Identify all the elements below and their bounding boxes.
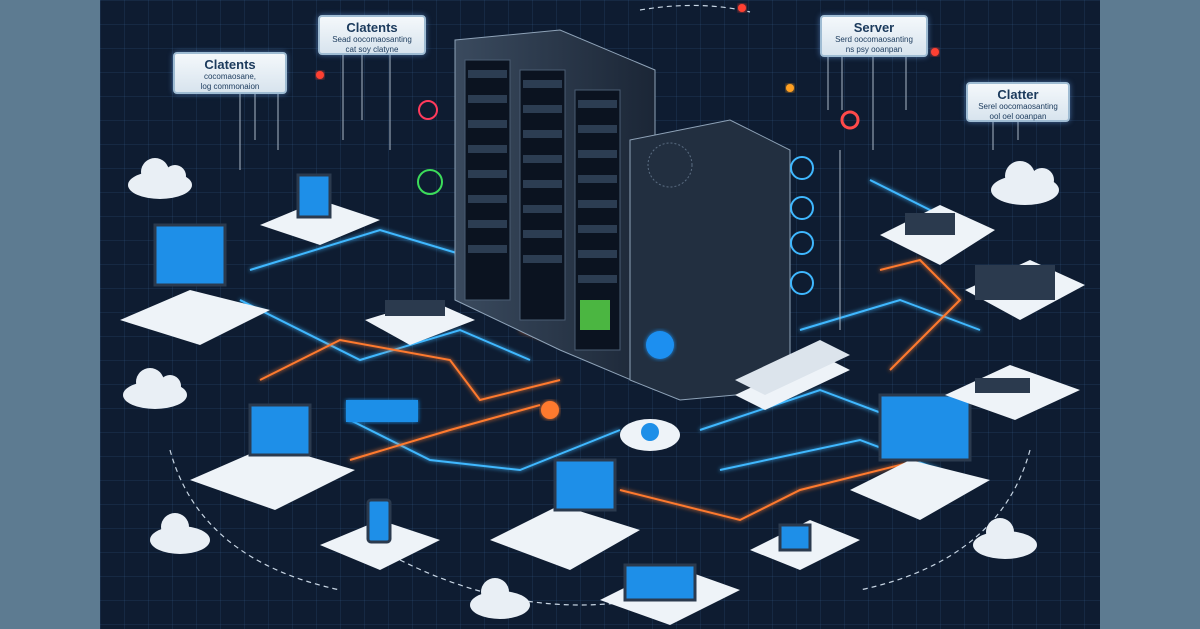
label-title: Clatents	[346, 20, 398, 35]
cloud-icon	[123, 368, 187, 409]
left-side-panel	[0, 0, 100, 629]
label-server: Server Serd oocomaosanting ns psy ooanpa…	[820, 15, 928, 57]
smartphone-icon	[320, 498, 440, 570]
diagram-graphics	[120, 4, 1085, 625]
tablet-icon	[965, 260, 1085, 320]
glowing-badge	[346, 400, 418, 422]
client-devices	[120, 173, 1085, 625]
label-clients-left: Clatents cocomaosane, log commonaion	[173, 52, 287, 94]
blue-connections	[239, 179, 981, 472]
label-title: Clatter	[997, 87, 1039, 102]
label-clients-top: Clatents Sead oocomaosanting cat soy cla…	[318, 15, 426, 55]
label-title: Server	[853, 20, 895, 35]
right-side-panel	[1100, 0, 1200, 629]
keyboard-icon	[945, 365, 1080, 420]
tablet-icon	[750, 520, 860, 570]
cloud-icon	[128, 158, 192, 199]
cloud-icon	[150, 513, 210, 554]
laptop-icon	[190, 403, 355, 510]
router-icon	[735, 340, 850, 410]
label-line: Serd oocomaosanting	[835, 35, 913, 44]
leader-lines	[239, 50, 1019, 330]
network-diagram: Clatents cocomaosane, log commonaion Cla…	[100, 0, 1100, 629]
access-point-icon	[620, 419, 680, 451]
desktop-computer-icon	[260, 173, 380, 245]
label-line: cat soy clatyne	[345, 45, 399, 54]
label-line: ool oel ooanpan	[989, 112, 1047, 121]
label-line: Serel oocomaosanting	[978, 102, 1058, 111]
server-rack-icon	[454, 29, 791, 401]
label-line: ns psy ooanpan	[845, 45, 903, 54]
cloud-icon	[991, 161, 1059, 205]
label-cluster: Clatter Serel oocomaosanting ool oel ooa…	[966, 82, 1070, 122]
server-unit-icon	[880, 205, 995, 265]
desktop-computer-icon	[120, 223, 270, 345]
cloud-icon	[470, 578, 530, 619]
tablet-icon	[600, 563, 740, 625]
keyboard-icon	[365, 300, 475, 345]
label-line: cocomaosane,	[203, 72, 257, 81]
laptop-icon	[490, 458, 640, 570]
label-line: Sead oocomaosanting	[332, 35, 412, 44]
label-title: Clatents	[204, 57, 256, 72]
cloud-icons	[123, 158, 1059, 619]
desktop-computer-icon	[850, 393, 990, 520]
status-icons	[316, 4, 939, 419]
label-line: log commonaion	[200, 82, 260, 91]
cloud-icon	[973, 518, 1037, 559]
